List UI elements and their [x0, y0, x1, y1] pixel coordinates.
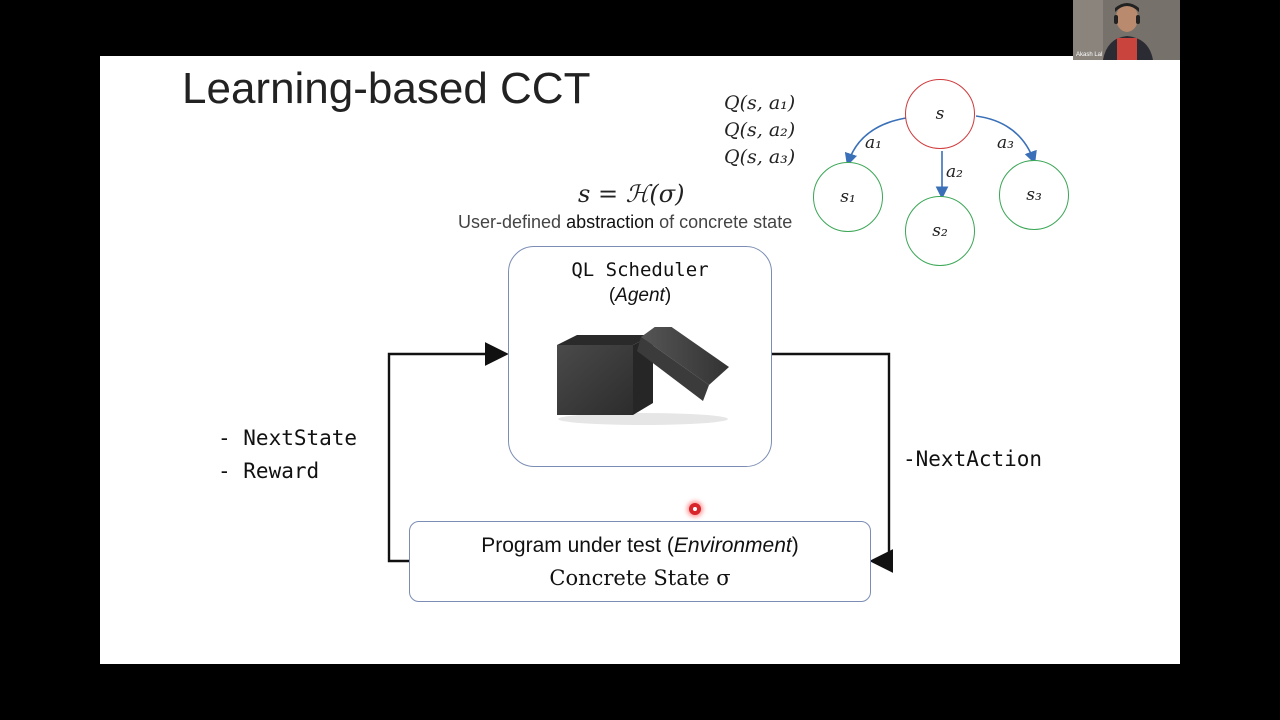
webcam-thumbnail[interactable]: Akash Lal	[1073, 0, 1180, 60]
environment-box: Program under test (Environment) Concret…	[409, 521, 871, 602]
edge-a3	[975, 115, 1037, 165]
tree-node-root: s	[905, 79, 975, 149]
agent-subtitle: (Agent)	[608, 285, 672, 306]
concrete-state-label: Concrete State σ	[549, 566, 731, 590]
q-value-1: Q(s, a₁)	[724, 92, 796, 114]
person-video-icon	[1073, 0, 1180, 60]
edge-label-a2: a₂	[946, 162, 963, 182]
loop-right-arrow	[770, 352, 894, 573]
loop-left-arrow	[387, 342, 509, 563]
agent-box: QL Scheduler (Agent)	[508, 246, 772, 467]
abstraction-caption: User-defined abstraction of concrete sta…	[458, 212, 793, 232]
tree-node-s3: s₃	[999, 160, 1069, 230]
q-value-3: Q(s, a₃)	[724, 146, 796, 168]
edge-label-a3: a₃	[997, 133, 1014, 153]
abstraction-formula: s = ℋ(σ)	[578, 180, 685, 208]
tree-node-s2: s₂	[905, 196, 975, 266]
slide: Learning-based CCT Q(s, a₁) Q(s, a₂) Q(s…	[100, 56, 1180, 664]
tree-node-s1: s₁	[813, 162, 883, 232]
label-next-state: - NextState	[218, 426, 358, 450]
agent-title: QL Scheduler	[571, 259, 709, 281]
laser-pointer	[689, 503, 701, 515]
black-box-icon	[557, 327, 729, 425]
environment-title: Program under test (Environment)	[481, 534, 799, 557]
label-next-action: -NextAction	[903, 447, 1043, 471]
edge-label-a1: a₁	[865, 133, 882, 153]
webcam-name-label: Akash Lal	[1076, 52, 1103, 58]
label-reward: - Reward	[218, 459, 320, 483]
q-value-2: Q(s, a₂)	[724, 119, 796, 141]
edge-a1	[844, 117, 907, 167]
slide-title: Learning-based CCT	[182, 64, 591, 113]
tree-arrows	[387, 115, 1037, 573]
